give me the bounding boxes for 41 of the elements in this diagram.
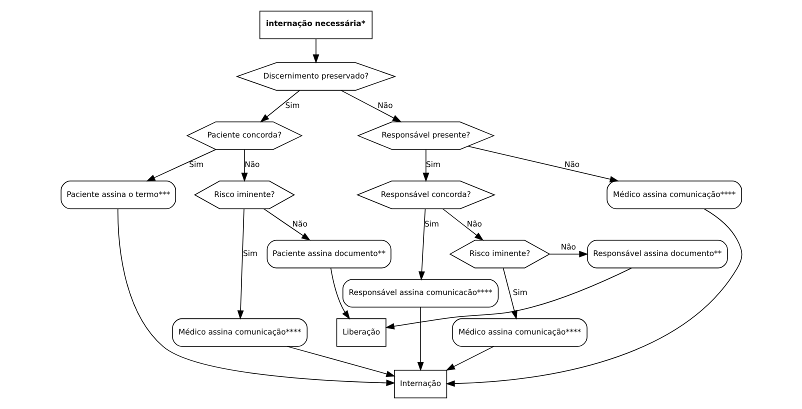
arrow (445, 346, 494, 371)
arrow (117, 208, 395, 386)
node-box: Internação (394, 370, 447, 398)
edge-label: Não (560, 242, 576, 252)
arrow (330, 268, 350, 320)
arrow (384, 268, 632, 330)
arrow (445, 208, 742, 387)
arrow (259, 90, 300, 122)
node-box: Responsável assina documento** (586, 240, 728, 268)
node-box: Médico assina comunicação**** (172, 318, 308, 347)
node-box: Médico assina comunicação**** (452, 318, 587, 347)
node-box: Paciente assina o termo*** (60, 180, 176, 210)
arrow (240, 149, 248, 182)
node-box: Liberação (336, 318, 386, 347)
arrow (467, 146, 619, 182)
edge-label: Não (244, 160, 260, 170)
node-box: Paciente assina documento** (266, 240, 391, 268)
edge-label: Não (377, 100, 392, 110)
edge-label: Sim (284, 100, 300, 110)
arrow (418, 208, 426, 281)
arrow (312, 38, 319, 64)
node-box: Responsável assina comunicacão**** (342, 279, 498, 308)
edge-label: Sim (424, 219, 438, 228)
edge-label: Não (564, 160, 580, 170)
arrow (262, 208, 310, 241)
arrow (286, 346, 395, 377)
arrow (416, 306, 424, 372)
arrow (442, 208, 484, 241)
arrow (548, 250, 588, 258)
edge-label: Sim (242, 249, 257, 258)
arrow (340, 90, 402, 122)
arrow (146, 149, 216, 182)
arrow (422, 149, 429, 182)
arrow (236, 208, 244, 320)
edge-label: Não (292, 219, 307, 228)
edge-label: Sim (188, 160, 204, 170)
edge-label: Sim (512, 288, 527, 298)
node-box: internação necessária* (258, 10, 372, 40)
edge-label: Não (466, 219, 482, 228)
node-box: Médico assina comunicação**** (606, 180, 742, 210)
edge-label: Sim (426, 160, 440, 170)
